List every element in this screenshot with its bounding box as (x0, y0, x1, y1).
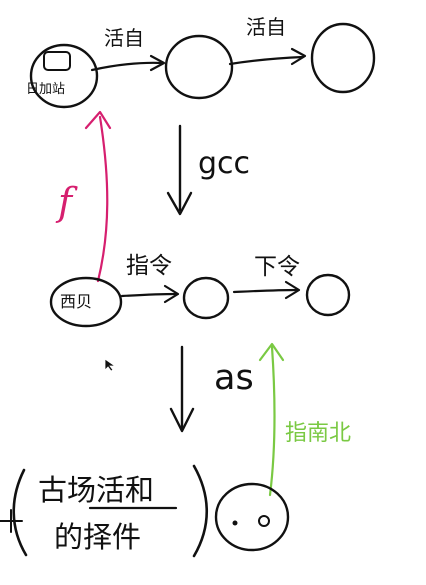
gcc-label: gcc (198, 146, 250, 181)
top-left-to-middle-arrowhead-icon (149, 54, 166, 72)
bottom-right-node-group (214, 482, 290, 552)
middle-left-node (49, 276, 123, 328)
top-middle-to-right-arrow-line (228, 55, 305, 66)
f-label: f (55, 180, 78, 224)
as-label: as (214, 358, 254, 398)
f-up-arrow-line (96, 115, 109, 283)
bottom-text-line-1: 古场活和 (38, 473, 154, 507)
middle-middle-to-right-arrow-line (232, 288, 299, 294)
top-middle-node (164, 34, 234, 100)
left-bracket-icon (12, 468, 28, 557)
top-left-to-middle-arrow-line (90, 61, 164, 72)
green-up-arrow-line (268, 345, 276, 497)
top-left-node (29, 43, 99, 109)
top-middle-to-right-arrowhead-icon (290, 47, 307, 66)
bottom-text-line-2: 的择件 (54, 520, 141, 554)
middle-right-node (305, 273, 351, 317)
top-left-node-box (43, 51, 71, 71)
gcc-down-arrowhead-icon (166, 191, 193, 216)
as-down-arrowhead-icon (169, 407, 195, 433)
middle-middle-node (182, 276, 230, 320)
top-right-node (310, 22, 376, 94)
f-transition: f (55, 110, 112, 283)
as-transition: as (169, 345, 254, 433)
top-left-node-label: 日加站 (26, 82, 65, 97)
bottom-text-group: 古场活和 的择件 (0, 464, 209, 558)
plus-mark-icon (0, 509, 23, 533)
middle-left-to-middle-arrow-line (120, 292, 178, 298)
middle-left-to-middle-arrowhead-icon (163, 284, 180, 304)
top-second-edge-label: 活自 (246, 15, 286, 39)
middle-first-edge-label: 指令 (126, 253, 172, 279)
middle-left-node-label: 西贝 (60, 292, 92, 311)
middle-row: 西贝 指令 下令 (49, 253, 351, 328)
top-first-edge-label: 活自 (104, 26, 144, 50)
f-up-arrowhead-icon (84, 110, 112, 130)
green-transition: 指南北 (258, 342, 351, 497)
bottom-right-node (214, 482, 290, 552)
green-up-arrowhead-icon (258, 342, 285, 362)
small-dot-icon (232, 520, 238, 526)
top-row: 日加站 活自 活自 (26, 15, 376, 109)
middle-second-edge-label: 下令 (254, 254, 300, 280)
small-circle-icon (258, 515, 270, 527)
arrow-pointer-icon (104, 358, 116, 372)
right-bracket-icon (192, 464, 209, 558)
gcc-transition: gcc (166, 124, 250, 216)
green-label: 指南北 (285, 421, 351, 446)
middle-middle-to-right-arrowhead-icon (284, 280, 301, 300)
